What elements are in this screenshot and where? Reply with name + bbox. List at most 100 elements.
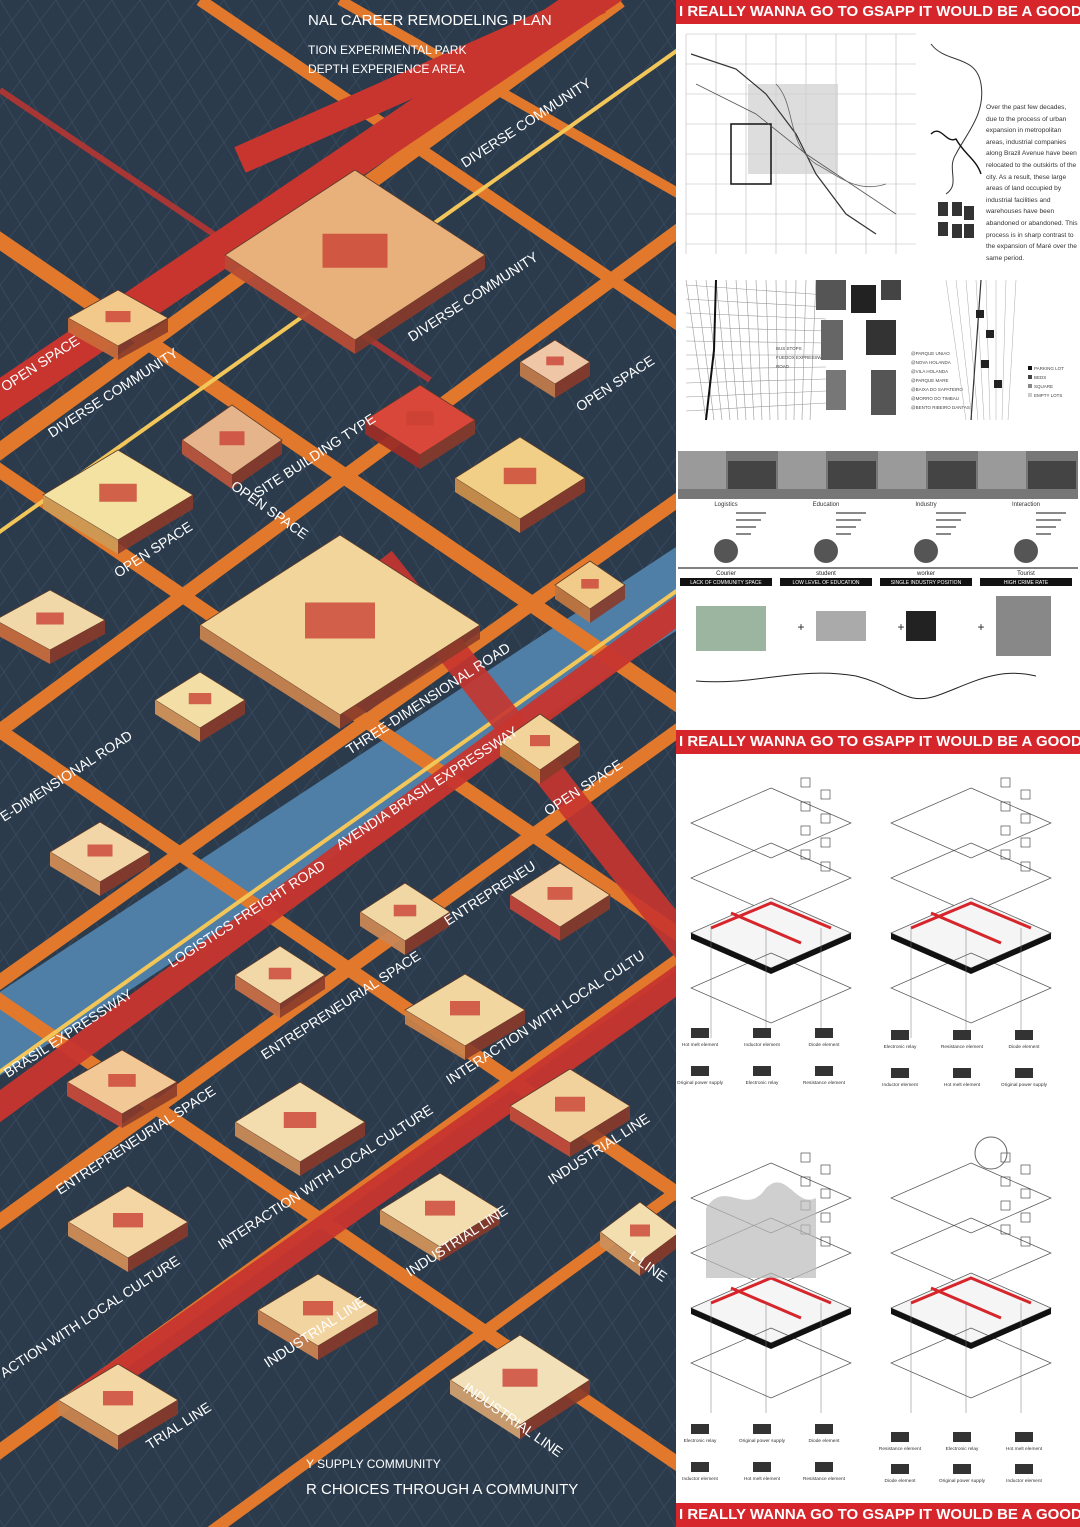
map-road xyxy=(685,298,827,308)
map-legend: BEDS xyxy=(1034,375,1046,380)
district-shape xyxy=(866,320,896,355)
street-line xyxy=(0,1091,257,1527)
street-line xyxy=(0,0,309,393)
block-side xyxy=(380,1210,440,1261)
street-line xyxy=(0,901,369,1527)
lot-mark xyxy=(994,380,1002,388)
persona-photo xyxy=(914,539,938,563)
street-line xyxy=(0,0,337,429)
layer-plate xyxy=(890,1272,1052,1344)
element-label: Resistance element xyxy=(879,1446,922,1452)
building-block xyxy=(42,449,194,554)
layer-plate xyxy=(690,897,852,969)
mini-map xyxy=(964,206,974,220)
icon-box xyxy=(820,861,831,872)
element-icon xyxy=(953,1030,971,1040)
photo-tile xyxy=(778,451,826,489)
block-side xyxy=(155,700,200,742)
block-detail xyxy=(425,1200,455,1216)
map-legend: @PARQUE UNIAO xyxy=(911,351,950,356)
map-legend: @BAIXA DO SAPATEIRO xyxy=(911,387,963,392)
element-label: Original power supply xyxy=(677,1080,724,1086)
block-detail xyxy=(303,1301,333,1316)
block-side xyxy=(182,440,232,489)
banner-top: I REALLY WANNA GO TO GSAPP IT WOULD BE A… xyxy=(676,0,1080,24)
element-icon xyxy=(753,1424,771,1434)
street-line xyxy=(0,100,676,963)
main-building xyxy=(224,169,486,354)
map-road xyxy=(685,390,827,398)
yellow-band xyxy=(0,588,676,1075)
photo-tile xyxy=(928,461,976,489)
block-side xyxy=(510,1106,570,1157)
icon-box xyxy=(1020,1188,1031,1199)
icon-box xyxy=(1000,1224,1011,1235)
block-side xyxy=(258,1310,318,1360)
red-band xyxy=(0,596,676,1123)
icon-box xyxy=(800,825,811,836)
icon-box xyxy=(1020,813,1031,824)
street-line xyxy=(395,1169,676,1527)
element-label: Diode element xyxy=(809,1042,841,1048)
district-shape xyxy=(816,280,846,310)
icon-box xyxy=(1000,849,1011,860)
block-side xyxy=(58,1400,118,1450)
block-side xyxy=(118,318,168,360)
map-road xyxy=(695,279,715,421)
map-road xyxy=(685,284,827,296)
block-detail xyxy=(305,602,375,639)
icon-box xyxy=(1020,1212,1031,1223)
block-detail xyxy=(219,431,245,446)
block-detail xyxy=(283,1112,317,1128)
stat-bar xyxy=(1036,512,1066,514)
element-icon xyxy=(753,1462,771,1472)
element-icon xyxy=(753,1066,771,1076)
district-shape xyxy=(821,320,843,360)
icon-box xyxy=(800,1176,811,1187)
map-road xyxy=(765,279,771,421)
icon-box xyxy=(820,837,831,848)
element-icon xyxy=(1015,1464,1033,1474)
building-block xyxy=(57,1363,179,1450)
element-label: Inductor element xyxy=(682,1476,718,1482)
stat-bar xyxy=(736,526,756,528)
block-side xyxy=(200,625,340,729)
street-line xyxy=(0,711,481,1527)
bus-map xyxy=(685,279,827,421)
block-side xyxy=(555,585,590,623)
block-side xyxy=(365,420,420,469)
icon-box xyxy=(1020,789,1031,800)
district-shape xyxy=(851,285,876,313)
district-shape xyxy=(881,280,901,300)
map-legend: ROAD xyxy=(776,364,790,369)
axonometric-b xyxy=(890,777,1052,1038)
lot-mark xyxy=(981,360,989,368)
block-detail xyxy=(630,1224,650,1237)
map-road xyxy=(965,279,979,421)
photo-tile xyxy=(878,451,926,489)
orange-band xyxy=(0,492,676,991)
coastline xyxy=(690,53,877,235)
icon-box xyxy=(820,1164,831,1175)
building-block xyxy=(379,1172,501,1261)
layer-plate xyxy=(890,1327,1052,1399)
block-detail xyxy=(503,467,537,485)
element-icon xyxy=(953,1464,971,1474)
layer-plate xyxy=(690,952,852,1024)
map-legend: @NOVA HOLANDA xyxy=(911,360,951,365)
element-icon xyxy=(891,1464,909,1474)
block-side xyxy=(67,1082,122,1128)
collage-image xyxy=(996,596,1051,656)
block-side xyxy=(520,1380,590,1439)
street-line xyxy=(0,29,676,892)
district-shape xyxy=(826,370,846,410)
icon-box xyxy=(820,1188,831,1199)
site-highlight xyxy=(748,84,838,174)
site-frame xyxy=(730,123,772,185)
site-location-maps xyxy=(685,33,983,254)
map-road xyxy=(1001,279,1007,421)
element-label: Hot melt element xyxy=(682,1042,719,1048)
block-side xyxy=(122,1082,177,1128)
street-line xyxy=(451,1241,676,1527)
